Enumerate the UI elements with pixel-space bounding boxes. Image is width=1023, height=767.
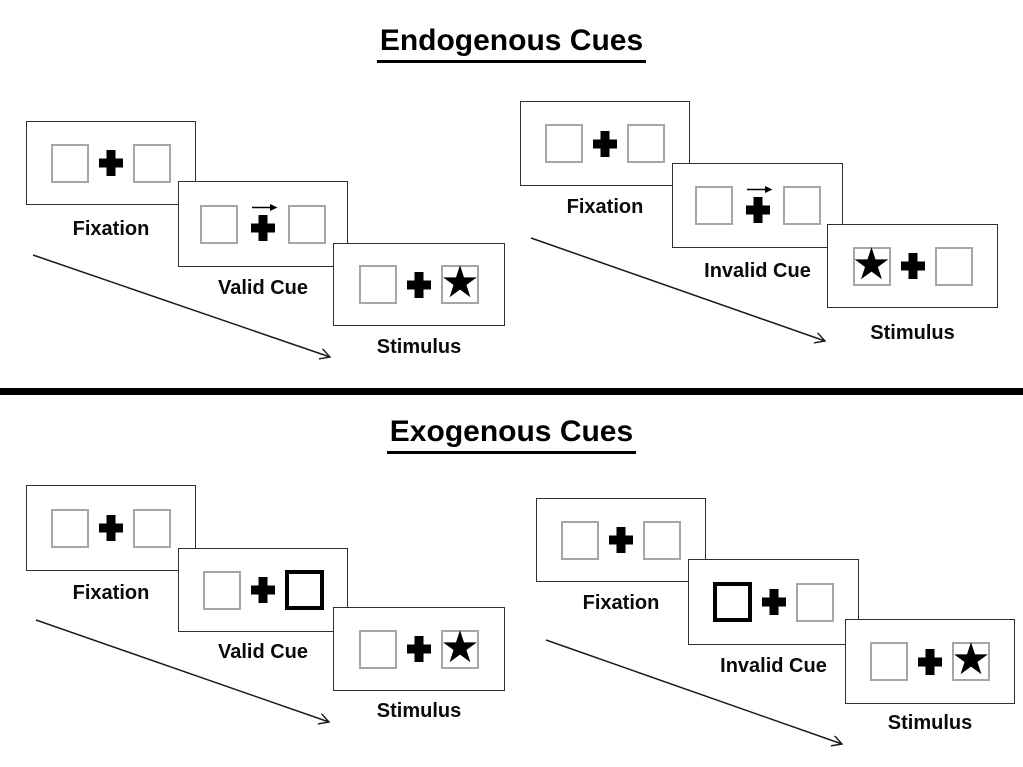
section-title-text: Exogenous Cues bbox=[386, 415, 637, 454]
star-icon: ★ bbox=[951, 635, 991, 684]
plus-icon bbox=[593, 131, 617, 157]
valid-cue-panel bbox=[178, 548, 348, 632]
plus-icon bbox=[746, 197, 770, 223]
star-icon: ★ bbox=[440, 258, 480, 307]
fixation-label: Fixation bbox=[72, 218, 150, 240]
fixation-label: Fixation bbox=[72, 582, 150, 604]
stimulus-panel: ★ bbox=[333, 607, 505, 691]
plus-icon bbox=[99, 150, 123, 176]
plus-icon bbox=[609, 527, 633, 553]
valid-cue-label: Valid Cue bbox=[217, 641, 309, 663]
left-target-box bbox=[694, 186, 733, 225]
star-icon: ★ bbox=[851, 239, 892, 289]
endogenous-section-title: Endogenous Cues bbox=[0, 24, 1023, 63]
right-target-box bbox=[133, 143, 171, 183]
right-target-box bbox=[796, 582, 834, 622]
plus-icon bbox=[251, 215, 275, 241]
left-target-box bbox=[202, 570, 241, 610]
cue-highlight-box bbox=[713, 582, 752, 622]
fixation-panel bbox=[536, 498, 706, 582]
stimulus-label: Stimulus bbox=[376, 336, 462, 358]
fixation-panel bbox=[520, 101, 690, 186]
fixation-label: Fixation bbox=[566, 196, 644, 218]
left-target-box: ★ bbox=[851, 239, 892, 289]
plus-icon bbox=[918, 649, 942, 675]
timeline-arrow-endogenous-invalid bbox=[530, 237, 825, 341]
right-target-box: ★ bbox=[440, 622, 480, 672]
stimulus-panel: ★ bbox=[827, 224, 998, 308]
cue-arrow-right-icon bbox=[252, 204, 278, 211]
timeline-arrow-endogenous-valid bbox=[32, 254, 330, 357]
valid-cue-panel bbox=[178, 181, 348, 267]
cue-highlight-box bbox=[284, 570, 324, 610]
stimulus-label: Stimulus bbox=[887, 712, 973, 734]
left-target-box bbox=[359, 265, 397, 304]
plus-icon bbox=[901, 253, 925, 279]
plus-icon bbox=[99, 515, 123, 541]
left-target-box bbox=[359, 629, 397, 669]
left-target-box bbox=[561, 520, 599, 560]
invalid-cue-panel bbox=[672, 163, 843, 248]
plus-icon bbox=[407, 636, 431, 662]
stimulus-label: Stimulus bbox=[376, 700, 462, 722]
stimulus-label: Stimulus bbox=[870, 322, 955, 344]
fixation-label: Fixation bbox=[582, 592, 660, 614]
fixation-panel bbox=[26, 121, 196, 205]
invalid-cue-label: Invalid Cue bbox=[704, 260, 811, 282]
right-target-box bbox=[288, 204, 326, 244]
right-target-box bbox=[627, 124, 665, 163]
central-cue bbox=[248, 203, 278, 241]
exogenous-section-title: Exogenous Cues bbox=[0, 415, 1023, 454]
right-target-box bbox=[133, 508, 171, 548]
right-target-box: ★ bbox=[440, 258, 480, 307]
star-icon: ★ bbox=[440, 622, 480, 672]
plus-icon bbox=[251, 577, 275, 603]
left-target-box bbox=[200, 204, 238, 244]
central-cue bbox=[743, 185, 773, 223]
section-divider bbox=[0, 388, 1023, 395]
invalid-cue-label: Invalid Cue bbox=[720, 655, 827, 677]
valid-cue-label: Valid Cue bbox=[217, 277, 309, 299]
right-target-box bbox=[643, 520, 681, 560]
stimulus-panel: ★ bbox=[333, 243, 505, 326]
cue-arrow-right-icon bbox=[746, 185, 772, 193]
right-target-box: ★ bbox=[951, 635, 991, 684]
plus-icon bbox=[407, 272, 431, 298]
left-target-box bbox=[870, 642, 908, 681]
right-target-box bbox=[934, 246, 973, 286]
section-title-text: Endogenous Cues bbox=[376, 24, 647, 63]
right-target-box bbox=[782, 186, 821, 225]
plus-icon bbox=[762, 589, 786, 615]
left-target-box bbox=[51, 508, 89, 548]
left-target-box bbox=[51, 143, 89, 183]
timeline-arrow-exogenous-valid bbox=[35, 619, 329, 722]
invalid-cue-panel bbox=[688, 559, 859, 645]
fixation-panel bbox=[26, 485, 196, 571]
left-target-box bbox=[545, 124, 583, 163]
stimulus-panel: ★ bbox=[845, 619, 1015, 704]
